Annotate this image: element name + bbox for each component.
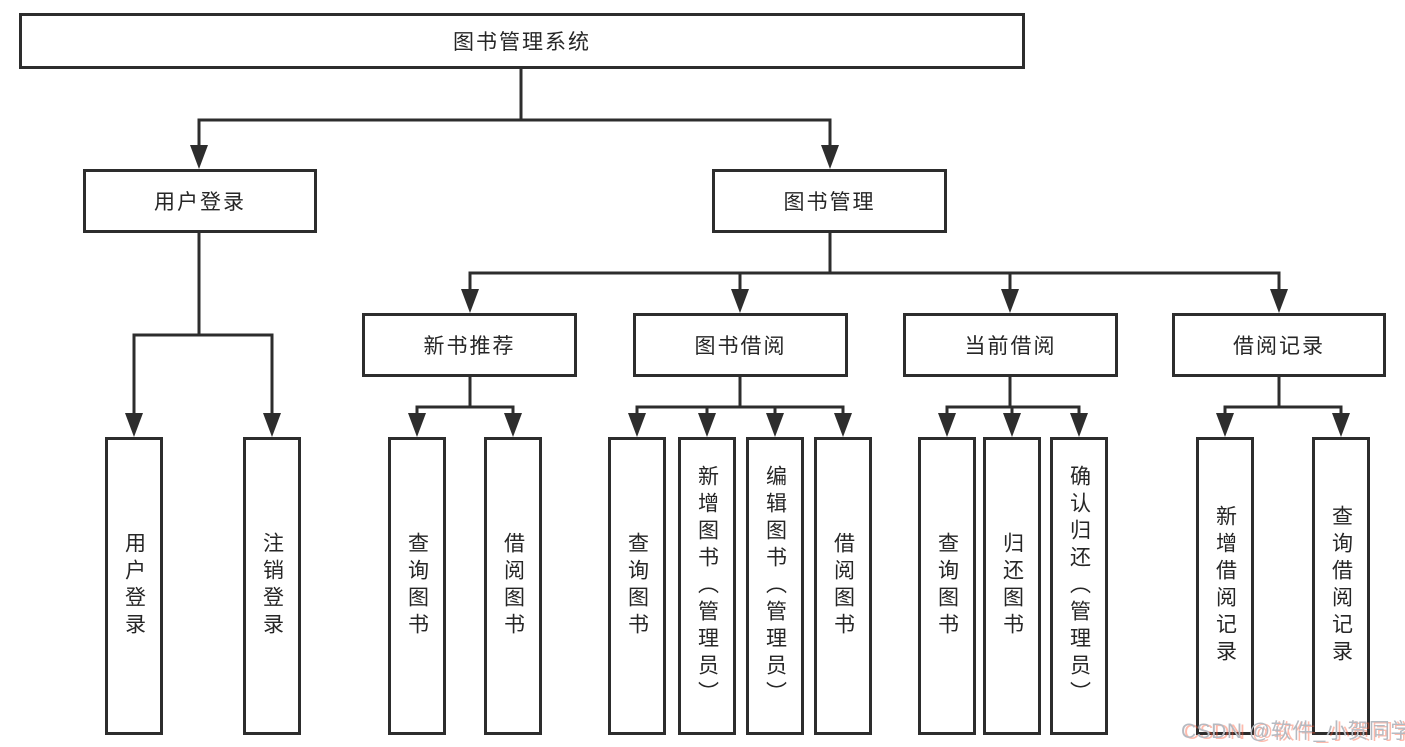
node-leaf-add-books-admin: 新增图书（管理员） bbox=[678, 437, 736, 735]
node-label: 图书管理 bbox=[783, 191, 876, 214]
node-label: 确认归还（管理员） bbox=[1067, 464, 1091, 708]
node-label: 借阅图书 bbox=[831, 532, 855, 640]
node-library-management-system: 图书管理系统 bbox=[19, 13, 1025, 69]
node-label: 新书推荐 bbox=[423, 335, 516, 358]
node-leaf-query-books-current: 查询图书 bbox=[918, 437, 976, 735]
node-new-book-recommendation: 新书推荐 bbox=[362, 313, 577, 377]
node-leaf-query-borrow-record: 查询借阅记录 bbox=[1312, 437, 1370, 735]
node-label: 图书借阅 bbox=[694, 335, 787, 358]
node-label: 查询借阅记录 bbox=[1329, 505, 1353, 667]
node-leaf-logout: 注销登录 bbox=[243, 437, 301, 735]
node-label: 当前借阅 bbox=[964, 335, 1057, 358]
node-leaf-confirm-return-admin: 确认归还（管理员） bbox=[1050, 437, 1108, 735]
node-leaf-return-books: 归还图书 bbox=[983, 437, 1041, 735]
node-user-login: 用户登录 bbox=[83, 169, 317, 233]
node-label: 编辑图书（管理员） bbox=[763, 464, 787, 708]
node-label: 新增图书（管理员） bbox=[695, 464, 719, 708]
node-label: 用户登录 bbox=[154, 191, 246, 214]
node-label: 借阅记录 bbox=[1233, 335, 1325, 358]
node-leaf-borrow-books-recommend: 借阅图书 bbox=[484, 437, 542, 735]
node-book-management: 图书管理 bbox=[712, 169, 947, 233]
node-label: 新增借阅记录 bbox=[1213, 505, 1237, 667]
node-leaf-query-books-recommend: 查询图书 bbox=[388, 437, 446, 735]
csdn-watermark: CSDN @软件_小贺同学 bbox=[1181, 720, 1405, 743]
node-leaf-add-borrow-record: 新增借阅记录 bbox=[1196, 437, 1254, 735]
node-label: 用户登录 bbox=[122, 532, 146, 640]
node-label: 归还图书 bbox=[1000, 532, 1024, 640]
node-label: 注销登录 bbox=[260, 532, 284, 640]
node-leaf-edit-books-admin: 编辑图书（管理员） bbox=[746, 437, 804, 735]
node-leaf-borrow-books: 借阅图书 bbox=[814, 437, 872, 735]
node-label: 查询图书 bbox=[935, 532, 959, 640]
node-label: 查询图书 bbox=[405, 532, 429, 640]
node-current-borrowing: 当前借阅 bbox=[903, 313, 1118, 377]
node-book-borrowing: 图书借阅 bbox=[633, 313, 848, 377]
node-label: 查询图书 bbox=[625, 532, 649, 640]
node-leaf-query-books-borrowing: 查询图书 bbox=[608, 437, 666, 735]
node-leaf-user-login: 用户登录 bbox=[105, 437, 163, 735]
node-label: 图书管理系统 bbox=[453, 31, 591, 54]
node-borrowing-records: 借阅记录 bbox=[1172, 313, 1386, 377]
node-label: 借阅图书 bbox=[501, 532, 525, 640]
